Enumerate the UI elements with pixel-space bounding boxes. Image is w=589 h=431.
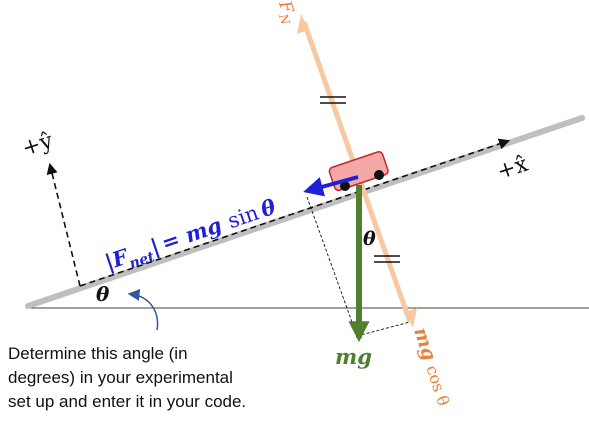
perp-component-label: mgcos θ: [409, 325, 455, 409]
y-axis-dashed: [46, 162, 81, 287]
x-axis-label: +x̂: [494, 152, 532, 185]
cart-wheel-left: [340, 181, 350, 191]
construction-line-2: [356, 321, 411, 337]
weight-angle-label: θ: [363, 228, 376, 250]
normal-force-label: FN: [272, 0, 300, 27]
y-axis-label: +ŷ: [19, 128, 57, 161]
curved-pointer-arrow: [127, 288, 159, 331]
x-axis-dashed: [79, 138, 511, 287]
cart-wheel-right: [374, 170, 384, 180]
normal-force-arrowhead: [297, 14, 309, 34]
weight-label: mg: [335, 344, 372, 369]
incline-angle-label: θ: [96, 282, 110, 306]
equal-mark-normal: [320, 96, 346, 104]
net-force-label: |Fnet|= mgsinθ: [102, 194, 281, 280]
note-line-1: Determine this angle (in: [8, 344, 188, 363]
construction-line-1: [306, 196, 358, 337]
equal-mark-component: [374, 255, 400, 263]
perp-component-arrowhead: [405, 308, 417, 328]
note-line-2: degrees) in your experimental: [8, 368, 233, 387]
note-line-3: set up and enter it in your code.: [8, 392, 247, 411]
instruction-note: Determine this angle (in degrees) in you…: [8, 342, 308, 414]
net-force-arrow: [303, 175, 359, 197]
incline-surface: [25, 115, 585, 309]
